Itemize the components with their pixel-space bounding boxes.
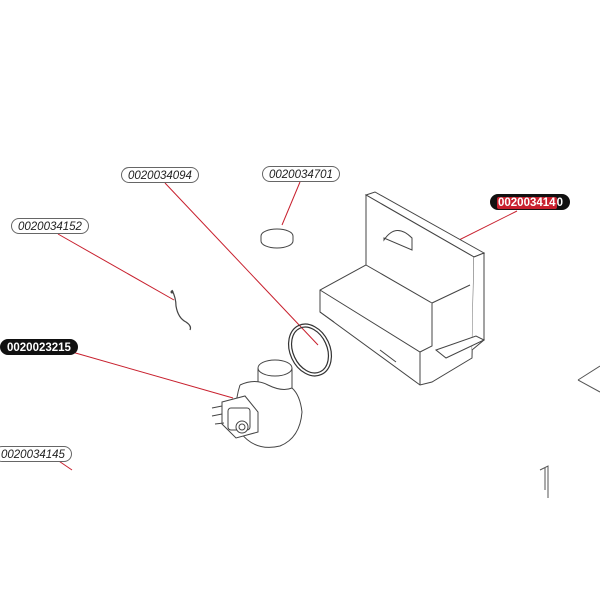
search-match-highlight: 002003414 bbox=[497, 197, 557, 209]
leader-line-0020034152 bbox=[57, 233, 175, 301]
part-callout-0020034701[interactable]: 0020034701 bbox=[262, 166, 340, 182]
part-callout-0020034140[interactable]: 0020034140 bbox=[490, 194, 570, 210]
leader-line-0020023215 bbox=[71, 351, 234, 399]
gasket-ring bbox=[287, 323, 333, 377]
leader-line-0020034094 bbox=[164, 182, 319, 346]
blower-fan bbox=[211, 359, 303, 448]
wire-clip bbox=[171, 289, 192, 331]
part-callout-0020034094[interactable]: 0020034094 bbox=[121, 167, 199, 183]
housing-box bbox=[319, 191, 486, 386]
partial-edge-parts bbox=[539, 365, 600, 498]
part-callout-0020023215[interactable]: 0020023215 bbox=[0, 339, 78, 355]
leader-line-0020034701 bbox=[281, 181, 301, 226]
callout-rest-text: 0 bbox=[556, 197, 563, 209]
cap-part bbox=[260, 228, 294, 249]
clip-end bbox=[170, 290, 174, 294]
part-callout-0020034152[interactable]: 0020034152 bbox=[11, 218, 89, 234]
part-callout-0020034145[interactable]: 0020034145 bbox=[0, 446, 72, 462]
